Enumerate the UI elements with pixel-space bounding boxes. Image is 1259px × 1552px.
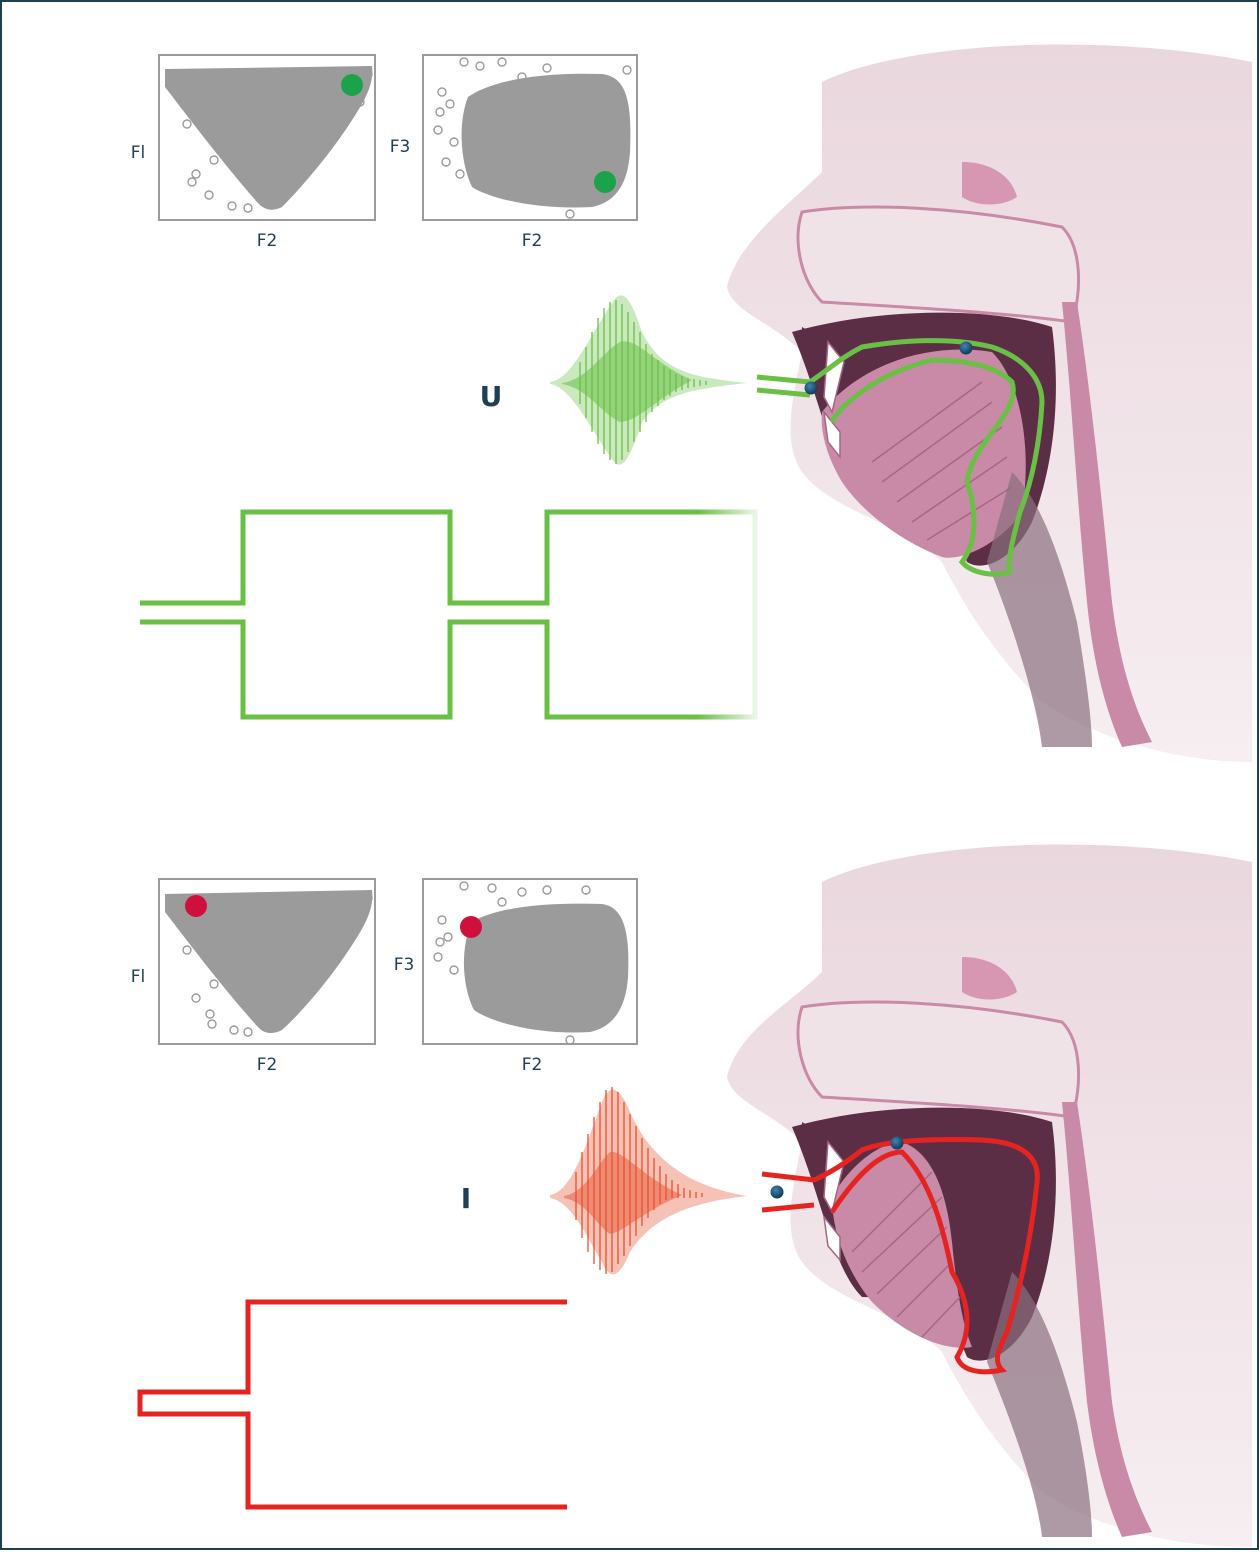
scatter-cloud — [464, 904, 628, 1033]
scatter-marker-i — [185, 895, 207, 917]
scatter-marker-u — [594, 171, 616, 193]
tube-lower-wall — [140, 622, 697, 717]
constriction-dot — [960, 342, 973, 355]
scatter-marker-i — [460, 916, 482, 938]
y-axis-label: Fl — [131, 143, 146, 163]
constriction-dot — [891, 1137, 904, 1150]
y-axis-label: F3 — [394, 955, 415, 975]
head-sagittal-i — [727, 845, 1252, 1547]
waveform-i — [550, 1087, 747, 1274]
x-axis-label: F2 — [522, 1055, 543, 1075]
vowel-label-u: U — [480, 380, 503, 413]
scatter-marker-u — [341, 74, 363, 96]
y-axis-label: Fl — [131, 967, 146, 987]
waveform-u — [550, 295, 747, 464]
panel-u: F2 Fl F2 F3 U — [131, 45, 1252, 762]
scatter-u-f3-f2: F2 F3 — [390, 55, 637, 251]
scatter-i-f1-f2: F2 Fl — [131, 879, 375, 1075]
panel-i: F2 Fl F2 F3 I — [131, 845, 1252, 1547]
tube-walls — [140, 1302, 567, 1507]
vowel-label-i: I — [461, 1182, 471, 1215]
constriction-dot — [771, 1186, 784, 1199]
head-sagittal-u — [727, 45, 1252, 762]
tube-upper-wall — [140, 512, 697, 603]
tube-open-end — [697, 512, 755, 717]
x-axis-label: F2 — [522, 231, 543, 251]
tube-model-u — [140, 512, 755, 717]
x-axis-label: F2 — [257, 231, 278, 251]
constriction-dot — [805, 382, 818, 395]
x-axis-label: F2 — [257, 1055, 278, 1075]
scatter-u-f1-f2: F2 Fl — [131, 55, 375, 251]
scatter-i-f3-f2: F2 F3 — [394, 879, 637, 1075]
tube-model-i — [140, 1302, 567, 1507]
y-axis-label: F3 — [390, 137, 411, 157]
